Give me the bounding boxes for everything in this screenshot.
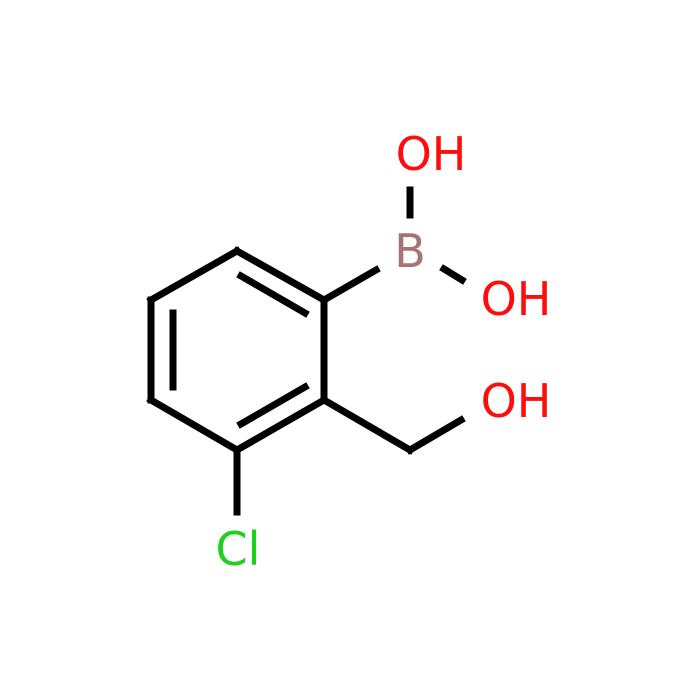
bond-ring-to-boron [319,265,381,305]
ring-bond-c3-c4 [232,395,329,455]
bond-ring-to-ch2 [319,395,415,455]
ring-double-bond-inner-top [236,271,310,318]
ring-bond-c6-c1 [146,246,242,305]
bond-boron-to-oh-right [439,264,467,285]
atom-label-boron: B [394,224,426,278]
ring-bond-c1-c2 [232,246,329,305]
atom-label-oh-right: OH [481,272,552,326]
ring-double-bond-inner-lower [236,382,310,429]
atom-label-chlorine: Cl [216,522,261,576]
atom-label-oh-top: OH [396,127,467,181]
bond-ch2-to-oh [405,415,466,455]
ring-bond-c4-c5 [146,395,242,455]
atom-label-oh-hydroxymethyl: OH [481,374,552,428]
